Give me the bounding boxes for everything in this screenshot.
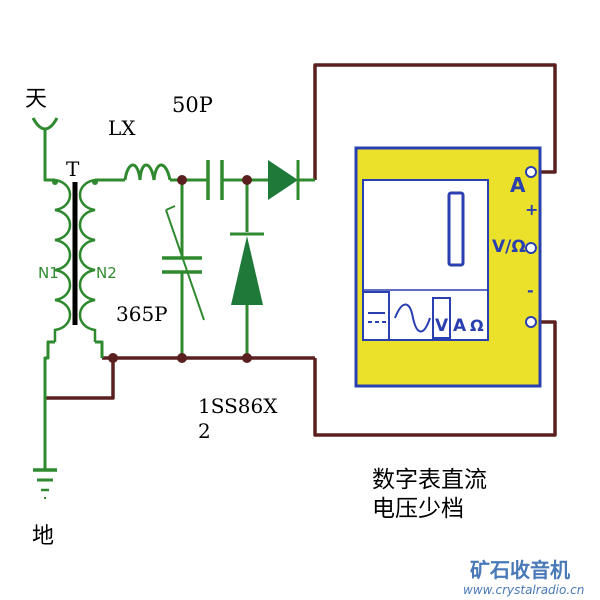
brown-wires: [45, 63, 557, 437]
junction-node: [177, 175, 187, 185]
junction-node: [108, 353, 118, 363]
shunt-diode-icon: [230, 232, 264, 305]
terminal-a: [525, 166, 537, 178]
volt-mode-selected: [432, 297, 451, 339]
junction-node: [242, 353, 252, 363]
junction-dots: [108, 175, 252, 363]
dc-mode-icon: [362, 291, 390, 341]
junction-node: [177, 353, 187, 363]
wire-antenna-to-primary: [43, 130, 55, 182]
antenna-icon: [31, 117, 59, 131]
wire-rail-to-ground: [45, 358, 115, 400]
primary-winding-label: N1: [38, 264, 59, 282]
ohm-mode-label: Ω: [470, 316, 484, 335]
watermark-logo: 矿石收音机: [470, 558, 570, 582]
terminal-vohm: [525, 242, 537, 254]
display-digit: [447, 191, 465, 267]
terminal-minus-label: -: [527, 281, 534, 300]
variable-capacitor-icon: [162, 205, 205, 321]
diode-label-line1: 1SS86X: [198, 394, 278, 418]
wire-secondary-bottom-green: [95, 340, 104, 358]
inductor-icon: [123, 163, 172, 181]
antenna-label: 天: [25, 87, 47, 112]
terminal-vohm-label: V/Ω: [492, 237, 526, 257]
transformer-label: T: [66, 157, 80, 181]
amp-mode-label: A: [453, 316, 467, 336]
capacitor-50p-icon: [206, 160, 224, 200]
wire-diode-to-meter-a: [313, 63, 557, 180]
wire-ground-to-meter-minus: [313, 320, 557, 437]
ac-mode-icon: [394, 303, 431, 333]
terminal-a-label: A: [510, 173, 526, 197]
dot-primary: [52, 179, 58, 185]
caption-line2: 电压少档: [372, 496, 464, 522]
ground-label: 地: [32, 524, 54, 549]
dot-secondary: [92, 179, 98, 185]
terminal-minus: [525, 316, 537, 328]
caption-line1: 数字表直流: [372, 467, 487, 493]
capacitor-50p-label: 50P: [172, 93, 213, 117]
transformer-icon: [53, 178, 97, 342]
ground-icon: [33, 468, 57, 499]
multimeter: V A Ω A + V/Ω -: [354, 146, 542, 388]
green-wires: [43, 130, 315, 470]
secondary-winding: [78, 178, 97, 342]
terminal-plus-label: +: [525, 200, 538, 219]
watermark-url: www.crystalradio.cn: [463, 583, 584, 597]
volt-mode-label: V: [435, 316, 449, 336]
primary-winding: [53, 178, 72, 342]
wire-primary-bottom: [43, 340, 55, 398]
junction-node: [242, 175, 252, 185]
inductor-label: LX: [108, 116, 136, 140]
diode-label-line2: 2: [198, 419, 211, 443]
variable-capacitor-label: 365P: [116, 302, 168, 326]
series-diode-icon: [268, 160, 300, 200]
secondary-winding-label: N2: [96, 264, 117, 282]
